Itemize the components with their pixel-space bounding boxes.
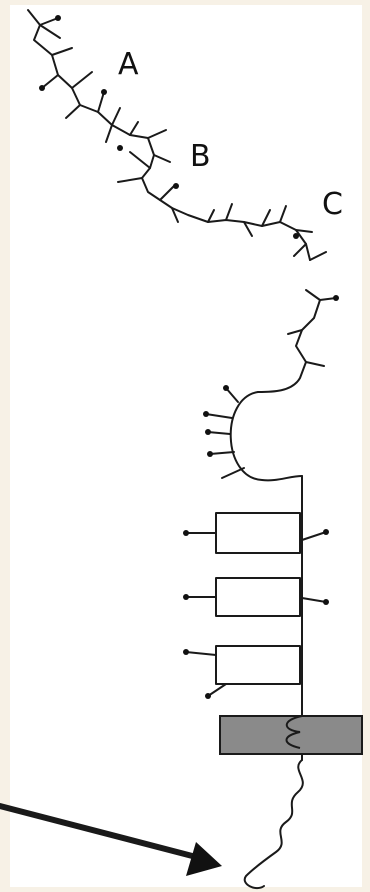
label-a: A: [118, 47, 139, 82]
glycan-terminal-dot: [223, 385, 229, 391]
side-chain-dot: [183, 530, 189, 536]
glycan-branch: [154, 155, 170, 162]
glycan-terminal-dot: [39, 85, 45, 91]
glycan-terminal-dot: [293, 233, 299, 239]
glycan-terminal-dot: [173, 183, 179, 189]
glycan-branch: [208, 210, 214, 222]
arrow-head: [186, 842, 222, 876]
glycan-terminal-dot: [203, 411, 209, 417]
side-chain-dot: [205, 693, 211, 699]
glycan-branch: [310, 252, 326, 260]
glycan-branch: [306, 290, 320, 300]
glycan-branch: [130, 152, 150, 168]
side-chain-dot: [323, 529, 329, 535]
side-chain: [302, 532, 326, 540]
glycan-branch: [66, 105, 80, 118]
glycan-branch: [222, 468, 244, 478]
glycan-terminal-dot: [101, 89, 107, 95]
protein-domain-box: [216, 578, 300, 616]
glycan-branch: [72, 72, 92, 88]
side-chain-dot: [183, 649, 189, 655]
side-chain-dot: [183, 594, 189, 600]
glycan-branch: [294, 244, 306, 256]
side-chain-dot: [323, 599, 329, 605]
glycan-branch: [52, 48, 72, 55]
glycan-terminal-dot: [207, 451, 213, 457]
glycan-branch: [130, 122, 138, 135]
glycan-branch: [118, 178, 142, 182]
glycan-terminal-dot: [205, 429, 211, 435]
glycan-branch: [40, 25, 60, 38]
glycan-branch: [210, 452, 234, 454]
glycan-branch: [280, 206, 286, 222]
glycan-terminal-dot: [117, 145, 123, 151]
glycan-terminal-dot: [333, 295, 339, 301]
label-b: B: [190, 139, 211, 174]
side-chain: [208, 684, 226, 696]
glycan-branch: [42, 75, 58, 88]
glycan-branch: [112, 108, 120, 125]
glycan-branch: [206, 414, 232, 418]
side-chain: [186, 652, 216, 655]
glycan-branch: [148, 130, 166, 138]
protein-domain-box: [216, 513, 300, 553]
glycan-chain-lower: [258, 300, 320, 392]
glycan-branch: [208, 432, 230, 434]
label-c: C: [322, 187, 343, 222]
glycan-branch: [160, 186, 174, 200]
side-chain: [302, 598, 326, 602]
glycan-branch: [106, 125, 112, 142]
cytoplasmic-tail: [245, 760, 303, 888]
glycan-hook: [231, 392, 302, 480]
protein-domain-box: [216, 646, 300, 684]
glycan-branch: [226, 204, 232, 220]
glycan-branch: [98, 92, 104, 112]
arrow-icon: [0, 806, 200, 858]
glycan-terminal-dot: [55, 15, 61, 21]
glycan-branch: [306, 362, 324, 366]
glycan-backbone-b: [142, 138, 310, 260]
